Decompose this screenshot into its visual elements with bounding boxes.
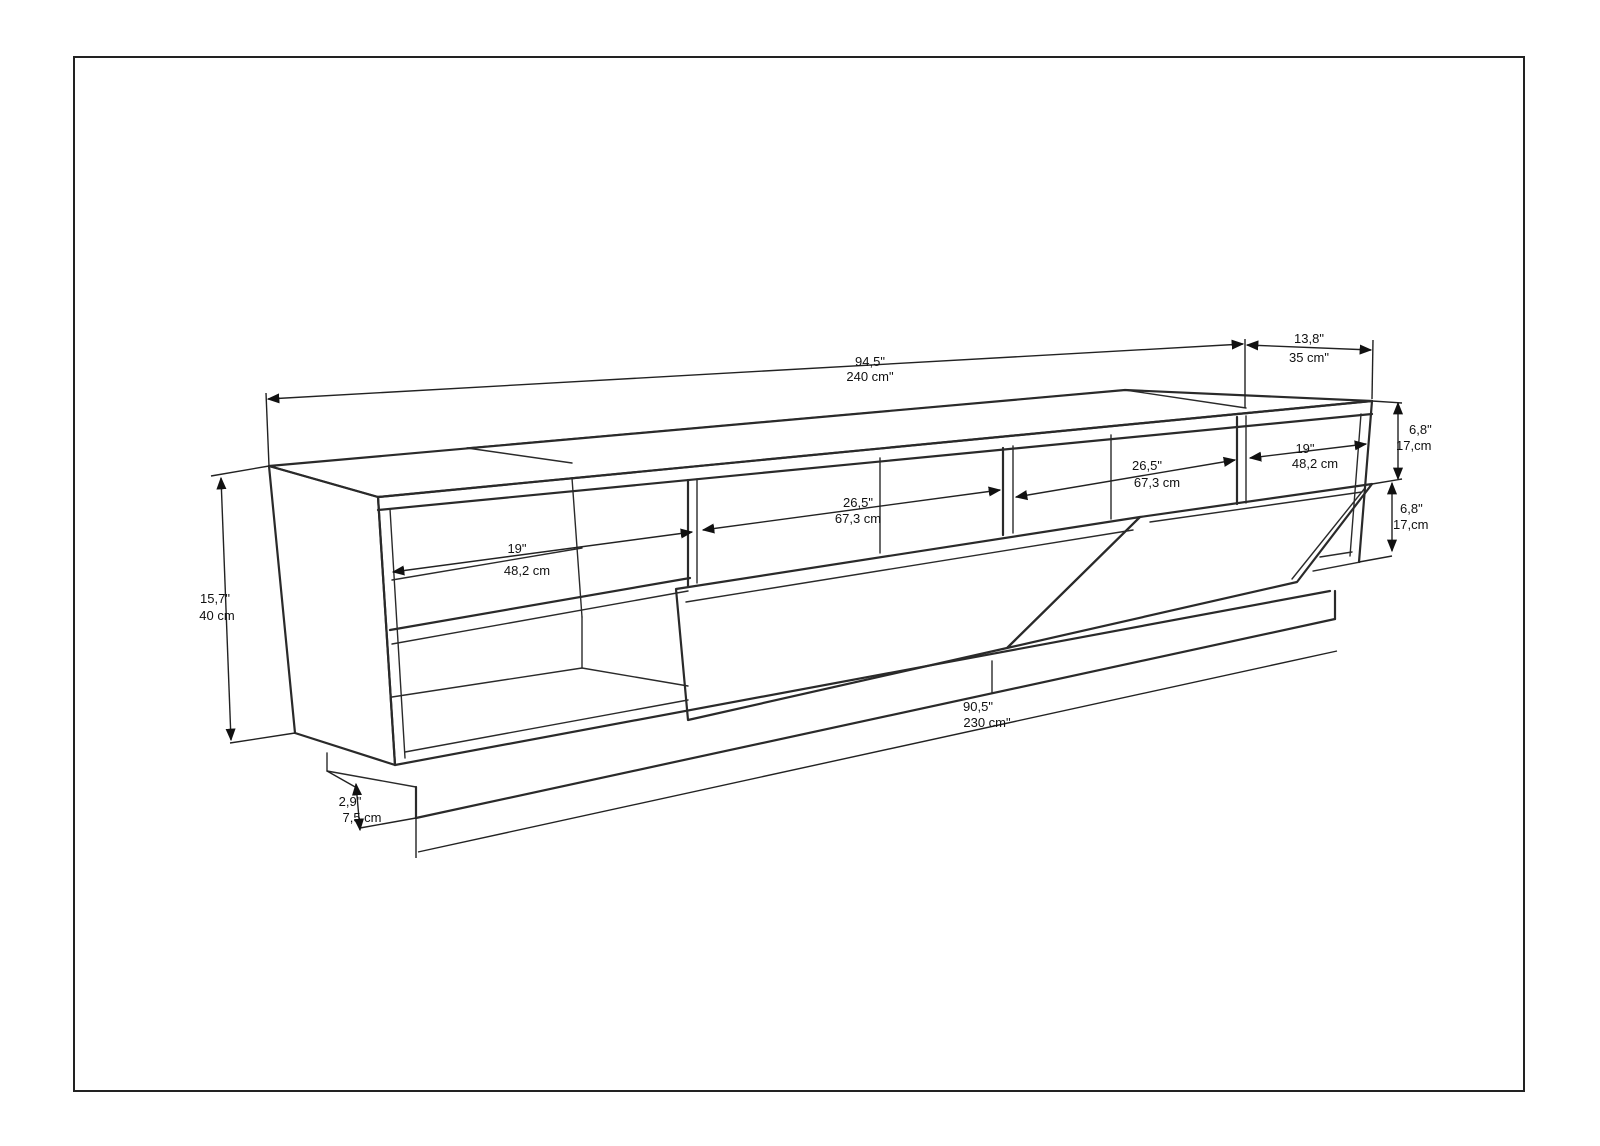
label-base-height-metric: 7,5 cm — [342, 810, 381, 825]
right-flap-diagonal-2 — [1291, 487, 1366, 580]
label-base-width-inch: 90,5" — [963, 699, 993, 714]
ext-left-height-top — [210, 465, 270, 477]
right-shelf-b — [1319, 551, 1353, 558]
left-shelf-back-upper — [391, 547, 583, 581]
dim-side-shelf-width — [1248, 440, 1368, 462]
left-shelf-back-lower — [581, 667, 689, 687]
dim-base-width — [417, 650, 1338, 853]
bottom-front-edge — [393, 589, 1332, 767]
dim-total-height — [216, 476, 236, 742]
label-base-height-inch: 2,9" — [339, 794, 362, 809]
dim-center-right-width — [1014, 456, 1237, 501]
label-left-shelf-inch: 19" — [507, 541, 526, 556]
right-inner-edge — [1349, 413, 1362, 557]
dimension-labels: 94,5" 240 cm" 13,8" 35 cm" 6,8" 17,cm 6,… — [199, 331, 1432, 825]
dim-base-height — [351, 782, 365, 832]
label-total-height-metric: 40 cm — [199, 608, 234, 623]
label-total-width-inch: 94,5" — [855, 354, 885, 369]
label-center-right-metric: 67,3 cm — [1134, 475, 1180, 490]
label-center-left-inch: 26,5" — [843, 495, 873, 510]
left-shelf-upper — [388, 576, 692, 632]
center-flap-door-left — [674, 515, 1142, 722]
label-side-height-inch: 6,8" — [1409, 422, 1432, 437]
bottom-inner-edge — [404, 699, 689, 753]
label-depth-metric: 35 cm" — [1289, 350, 1329, 365]
dim-total-width — [266, 339, 1245, 404]
ext-right-side-3 — [1358, 555, 1393, 563]
ext-left-top — [265, 392, 270, 467]
dim-depth — [1245, 340, 1373, 355]
right-flap-inner — [1149, 491, 1363, 523]
right-shelf — [1312, 561, 1361, 572]
front-top-edge-lower — [376, 412, 1374, 512]
ext-plinth-bottom — [359, 817, 417, 829]
label-total-height-inch: 15,7" — [200, 591, 230, 606]
left-shelf-lower — [391, 667, 583, 698]
tv-stand-body — [267, 388, 1374, 820]
ext-right-side-1 — [1371, 400, 1403, 404]
top-joint-left — [466, 447, 573, 464]
plinth-side-bottom — [326, 770, 417, 788]
front-top-edge — [376, 399, 1374, 499]
label-depth-inch: 13,8" — [1294, 331, 1324, 346]
dim-left-shelf-width — [391, 528, 694, 576]
label-side-height-metric: 17,cm — [1396, 438, 1431, 453]
left-shelf-upper-b — [391, 590, 689, 645]
ext-far-right-top — [1371, 339, 1374, 400]
label-total-width-metric: 240 cm" — [846, 369, 894, 384]
label-side-shelf-inch: 19" — [1295, 441, 1314, 456]
dimension-lines — [210, 339, 1404, 858]
label-center-right-inch: 26,5" — [1132, 458, 1162, 473]
label-drawer-height-metric: 17,cm — [1393, 517, 1428, 532]
label-drawer-height-inch: 6,8" — [1400, 501, 1423, 516]
plinth-bottom — [414, 617, 1337, 820]
right-front-edge — [1357, 399, 1374, 564]
label-left-shelf-metric: 48,2 cm — [504, 563, 550, 578]
ext-right-side-2 — [1371, 478, 1403, 485]
dim-center-left-width — [701, 486, 1002, 534]
label-side-shelf-metric: 48,2 cm — [1292, 456, 1338, 471]
left-front-edge — [376, 495, 397, 767]
ext-left-height-bottom — [229, 732, 296, 744]
left-side-panel — [267, 464, 397, 767]
top-surface — [267, 388, 1374, 499]
drawing-frame — [73, 56, 1525, 1092]
label-base-width-metric: 230 cm" — [963, 715, 1011, 730]
center-flap-inner — [685, 529, 1134, 603]
top-back-edge — [466, 389, 1126, 449]
label-center-left-metric: 67,3 cm — [835, 511, 881, 526]
right-flap-door — [1005, 482, 1374, 650]
